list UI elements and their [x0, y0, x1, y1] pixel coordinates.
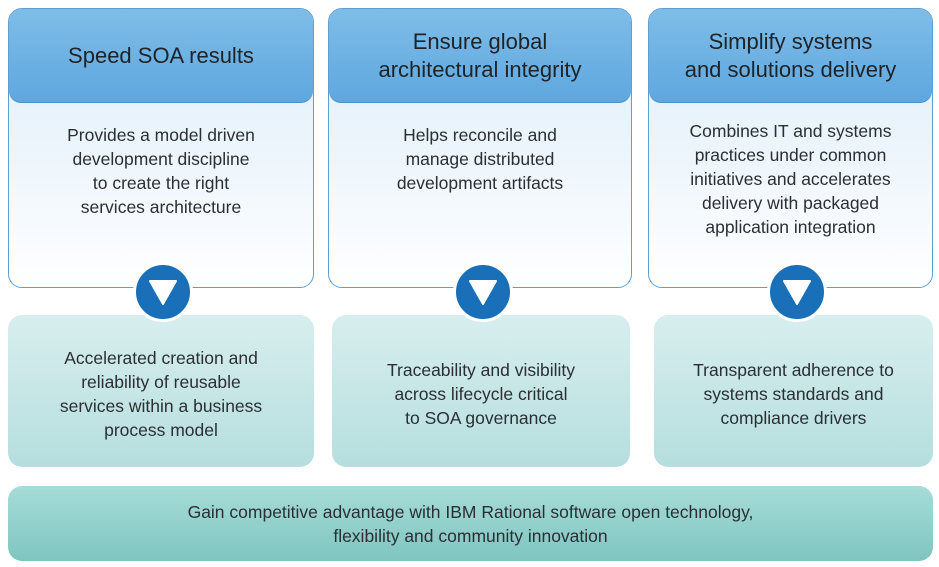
banner-line: Gain competitive advantage with IBM Rati…: [187, 501, 754, 522]
down-arrow-circle-2: [453, 262, 513, 322]
description-line: services architecture: [80, 197, 242, 217]
outcome-line: Accelerated creation and: [64, 348, 258, 368]
banner-line: flexibility and community innovation: [333, 525, 608, 546]
outcome-line: compliance drivers: [720, 408, 867, 428]
outcome-line: Transparent adherence to: [693, 360, 894, 380]
column-speed-soa-title: Speed SOA results: [9, 9, 313, 103]
outcome-speed-soa: Accelerated creation and reliability of …: [8, 315, 314, 467]
down-triangle-icon: [783, 280, 811, 305]
description-line: Helps reconcile and: [403, 125, 557, 145]
column-global-integrity-description: Helps reconcile and manage distributed d…: [329, 103, 631, 195]
title-line: Speed SOA results: [68, 42, 254, 68]
column-global-integrity-box: Ensure global architectural integrity He…: [328, 8, 632, 288]
outcome-line: process model: [104, 420, 218, 440]
description-line: application integration: [705, 217, 876, 237]
description-line: development discipline: [72, 149, 250, 169]
outcome-systems-delivery: Transparent adherence to systems standar…: [654, 315, 933, 467]
description-line: delivery with packaged: [701, 193, 880, 213]
description-line: Provides a model driven: [67, 125, 255, 145]
down-triangle-icon: [149, 280, 177, 305]
description-line: initiatives and accelerates: [690, 169, 891, 189]
down-arrow-circle-3: [767, 262, 827, 322]
description-line: development artifacts: [396, 173, 564, 193]
column-speed-soa-box: Speed SOA results Provides a model drive…: [8, 8, 314, 288]
column-systems-delivery-description: Combines IT and systems practices under …: [649, 103, 932, 239]
description-line: manage distributed: [405, 149, 555, 169]
description-line: to create the right: [92, 173, 230, 193]
title-line: Simplify systems: [708, 28, 873, 54]
outcome-line: reliability of reusable: [81, 372, 241, 392]
outcome-line: systems standards and: [703, 384, 884, 404]
column-systems-delivery-title: Simplify systems and solutions delivery: [649, 9, 932, 103]
column-speed-soa-description: Provides a model driven development disc…: [9, 103, 313, 219]
outcome-line: to SOA governance: [405, 408, 557, 428]
down-triangle-icon: [469, 280, 497, 305]
column-global-integrity-title: Ensure global architectural integrity: [329, 9, 631, 103]
outcome-line: across lifecycle critical: [394, 384, 568, 404]
description-line: Combines IT and systems: [689, 121, 892, 141]
outcome-global-integrity: Traceability and visibility across lifec…: [332, 315, 630, 467]
outcome-line: services within a business: [59, 396, 263, 416]
title-line: Ensure global: [412, 28, 548, 54]
title-line: and solutions delivery: [684, 56, 897, 82]
description-line: practices under common: [694, 145, 887, 165]
summary-banner: Gain competitive advantage with IBM Rati…: [8, 486, 933, 561]
column-systems-delivery-box: Simplify systems and solutions delivery …: [648, 8, 933, 288]
outcome-line: Traceability and visibility: [386, 360, 576, 380]
title-line: architectural integrity: [378, 56, 582, 82]
down-arrow-circle-1: [133, 262, 193, 322]
